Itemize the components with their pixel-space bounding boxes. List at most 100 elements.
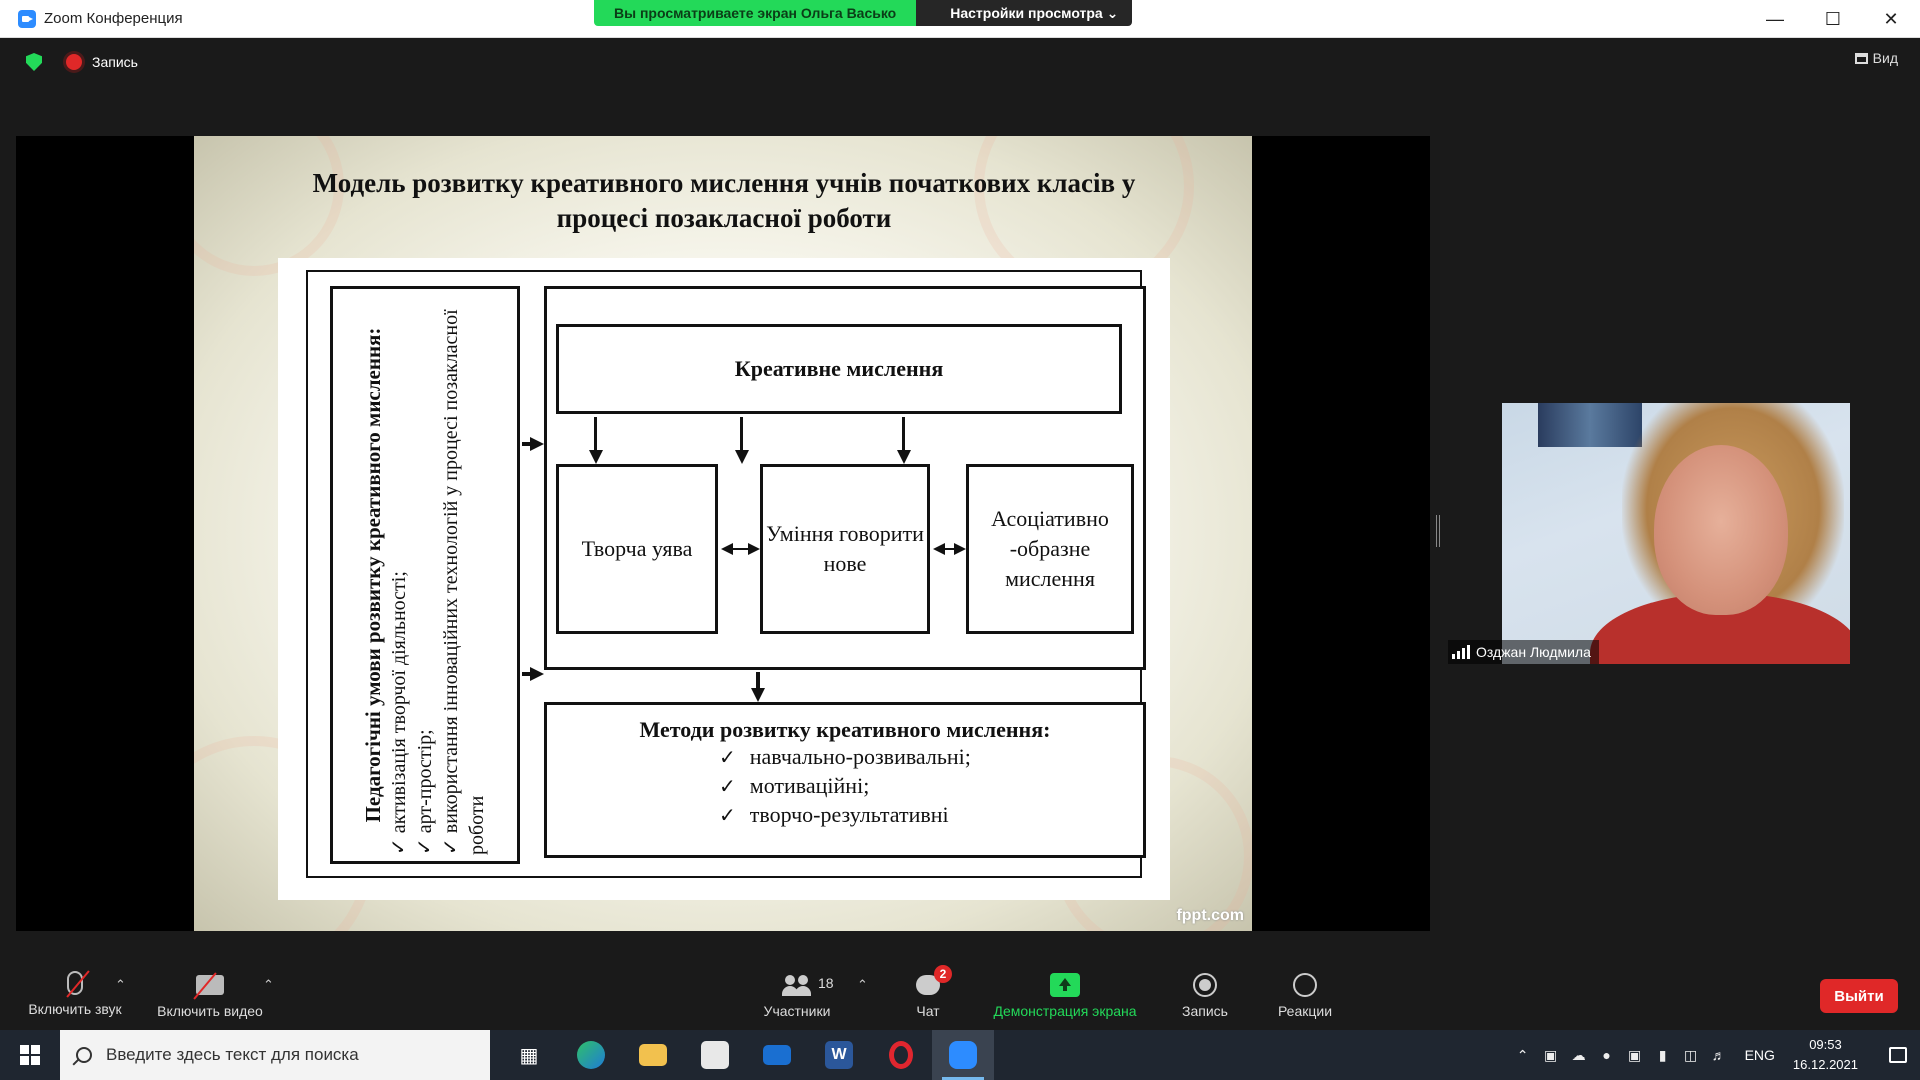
mail-button[interactable] [746, 1030, 808, 1080]
taskbar-apps: ▦ W [498, 1030, 994, 1080]
participants-label: Участники [763, 1003, 831, 1019]
model-diagram: Педагогічні умови розвитку креативного м… [278, 258, 1170, 900]
security-shield-icon[interactable] [26, 53, 42, 71]
opera-icon [889, 1041, 913, 1069]
arrow-left-icon [933, 543, 945, 555]
chat-button[interactable]: 2 Чат [898, 955, 958, 1030]
notification-icon [1889, 1047, 1907, 1063]
arrow-down-icon [735, 450, 749, 464]
arrow-right-icon [530, 667, 544, 681]
view-label: Вид [1872, 50, 1898, 66]
microphone-icon[interactable]: ● [1602, 1047, 1611, 1063]
minimize-button[interactable]: — [1766, 8, 1784, 29]
participant-face [1654, 445, 1788, 615]
record-icon [1193, 973, 1217, 997]
panel-splitter-handle[interactable] [1436, 515, 1440, 547]
slide-watermark: fppt.com [1176, 907, 1244, 924]
file-explorer-button[interactable] [622, 1030, 684, 1080]
battery-icon[interactable]: ▮ [1658, 1046, 1667, 1063]
unmute-button[interactable]: Включить звук [20, 955, 130, 1030]
meet-now-icon[interactable]: ▣ [1543, 1046, 1558, 1063]
word-icon: W [825, 1041, 853, 1069]
start-button[interactable] [0, 1030, 60, 1080]
arrow-down-icon [589, 450, 603, 464]
methods-box: Методи розвитку креативного мислення: на… [544, 702, 1146, 858]
reactions-smiley-icon [1293, 973, 1317, 997]
pedagogical-conditions-box: Педагогічні умови розвитку креативного м… [330, 286, 520, 864]
task-view-icon: ▦ [519, 1044, 539, 1067]
arrow-line [902, 417, 905, 451]
input-language[interactable]: ENG [1744, 1047, 1775, 1063]
arrow-line [944, 548, 954, 550]
arrow-right-icon [748, 543, 760, 555]
participants-button[interactable]: Участники [752, 955, 842, 1030]
shared-screen: Модель розвитку креативного мислення учн… [16, 136, 1430, 931]
meeting-toolbar: Включить звук ⌃ Включить видео ⌃ Участни… [0, 955, 1920, 1030]
participant-name: Озджан Людмила [1476, 644, 1591, 660]
pedagogical-conditions-text: Педагогічні умови розвитку креативного м… [360, 295, 490, 855]
participants-options-chevron-icon[interactable]: ⌃ [857, 977, 868, 992]
zoom-taskbar-button[interactable] [932, 1030, 994, 1080]
method-item: творчо-результативні [719, 801, 1143, 830]
arrow-line [756, 672, 760, 690]
reactions-button[interactable]: Реакции [1270, 955, 1340, 1030]
reactions-label: Реакции [1277, 1003, 1333, 1019]
task-view-button[interactable]: ▦ [498, 1030, 560, 1080]
onedrive-cloud-icon[interactable]: ☁ [1571, 1046, 1586, 1063]
volume-icon[interactable]: ♬ [1711, 1047, 1726, 1063]
view-settings-button[interactable]: Настройки просмотра ⌄ [916, 0, 1133, 26]
participant-video[interactable] [1502, 403, 1850, 664]
share-screen-icon [1050, 973, 1080, 997]
edge-browser-button[interactable] [560, 1030, 622, 1080]
maximize-button[interactable]: ☐ [1824, 8, 1842, 29]
arrow-line [522, 672, 532, 676]
presentation-slide: Модель розвитку креативного мислення учн… [194, 136, 1252, 931]
camera-off-icon [193, 972, 224, 1000]
audio-options-chevron-icon[interactable]: ⌃ [115, 977, 126, 992]
opera-button[interactable] [870, 1030, 932, 1080]
leave-meeting-button[interactable]: Выйти [1820, 979, 1898, 1013]
show-hidden-icons-chevron-icon[interactable]: ⌃ [1516, 1046, 1529, 1063]
chat-label: Чат [916, 1003, 940, 1019]
share-screen-button[interactable]: Демонстрация экрана [985, 955, 1145, 1030]
share-banner: Вы просматриваете экран Ольга Васько Нас… [594, 0, 1133, 26]
chat-icon: 2 [916, 965, 952, 995]
video-options-chevron-icon[interactable]: ⌃ [263, 977, 274, 992]
arrow-down-icon [897, 450, 911, 464]
methods-heading: Методи розвитку креативного мислення: [639, 717, 1051, 742]
chevron-down-icon: ⌄ [1106, 5, 1119, 21]
method-item: мотиваційні; [719, 772, 1143, 801]
start-video-button[interactable]: Включить видео [150, 955, 270, 1030]
zoom-icon [949, 1041, 977, 1069]
creative-imagination-box: Творча уява [556, 464, 718, 634]
slide-title-line1: Модель розвитку креативного мислення учн… [312, 168, 1136, 198]
arrow-line [740, 417, 743, 451]
edge-icon [577, 1041, 605, 1069]
chat-unread-badge: 2 [934, 965, 952, 983]
view-settings-label: Настройки просмотра [950, 5, 1103, 21]
microsoft-store-button[interactable] [684, 1030, 746, 1080]
recording-icon [66, 54, 82, 70]
viewing-screen-label: Вы просматриваете экран Ольга Васько [594, 0, 917, 26]
mail-icon [763, 1045, 791, 1065]
participants-icon [782, 975, 812, 997]
taskbar-clock[interactable]: 09:53 16.12.2021 [1793, 1035, 1858, 1075]
meeting-top-bar: Запись Вид [0, 38, 1920, 88]
condition-item: активізація творчої діяльності; [386, 295, 412, 855]
zoom-app-icon [18, 9, 36, 28]
participants-count: 18 [818, 975, 834, 991]
store-icon [701, 1041, 729, 1069]
word-button[interactable]: W [808, 1030, 870, 1080]
arrow-right-icon [530, 437, 544, 451]
taskbar-search-box[interactable]: Введите здесь текст для поиска [60, 1030, 490, 1080]
close-button[interactable]: ✕ [1883, 8, 1899, 29]
unmute-label: Включить звук [28, 1001, 122, 1017]
clock-time: 09:53 [1809, 1037, 1842, 1052]
notifications-button[interactable] [1876, 1030, 1920, 1080]
arrow-down-icon [751, 688, 765, 702]
record-button[interactable]: Запись [1170, 955, 1240, 1030]
update-icon[interactable]: ▣ [1627, 1046, 1642, 1063]
view-button[interactable]: Вид [1854, 50, 1898, 66]
share-screen-label: Демонстрация экрана [993, 1003, 1137, 1019]
network-icon[interactable]: ◫ [1683, 1046, 1698, 1063]
